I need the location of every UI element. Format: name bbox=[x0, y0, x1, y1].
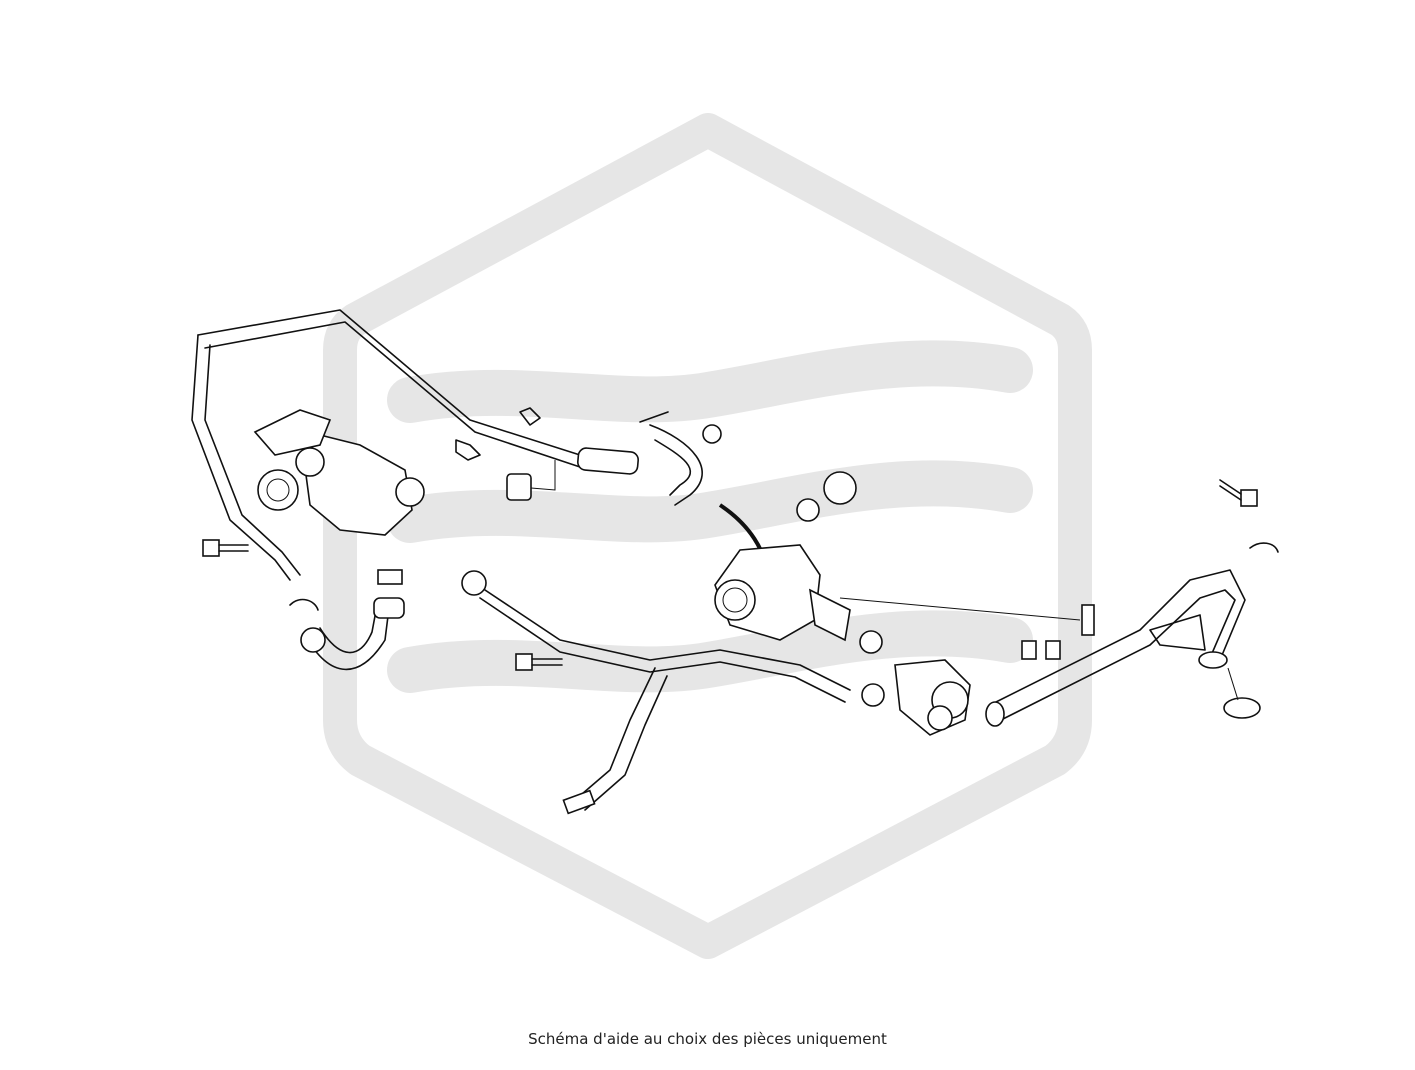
center-bolt[interactable] bbox=[515, 653, 563, 671]
small-thermostat[interactable] bbox=[861, 659, 971, 736]
watermark-logo bbox=[323, 113, 1092, 959]
middle-coolant-pipe[interactable] bbox=[461, 570, 851, 815]
center-upper-hose[interactable] bbox=[639, 411, 722, 506]
right-coolant-pipe[interactable] bbox=[985, 569, 1246, 727]
upper-coolant-pipe[interactable] bbox=[191, 309, 639, 581]
clip-small[interactable] bbox=[506, 460, 556, 501]
right-clip[interactable] bbox=[839, 542, 1279, 660]
right-clamp[interactable] bbox=[1223, 667, 1261, 719]
left-bolt[interactable] bbox=[202, 539, 249, 557]
diagram-caption: Schéma d'aide au choix des pièces unique… bbox=[528, 1030, 887, 1048]
left-valve-assembly[interactable] bbox=[253, 409, 425, 536]
left-hose[interactable] bbox=[289, 569, 405, 671]
thermostat-housing[interactable] bbox=[714, 471, 883, 654]
right-bolt[interactable] bbox=[1219, 479, 1258, 507]
